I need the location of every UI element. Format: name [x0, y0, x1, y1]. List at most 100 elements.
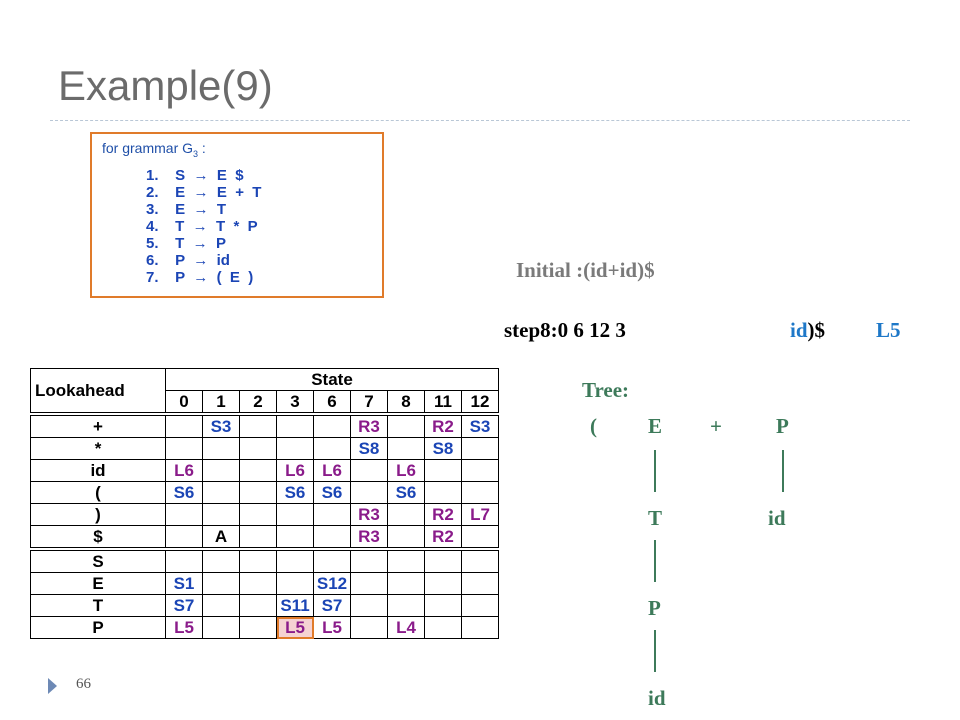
table-cell [239, 594, 277, 617]
table-cell: L6 [387, 459, 425, 482]
table-cell [350, 594, 388, 617]
remaining-input-current: id [790, 318, 808, 342]
table-cell [461, 437, 499, 460]
table-cell [202, 481, 240, 504]
table-cell [202, 616, 240, 639]
table-cell [461, 616, 499, 639]
grammar-box: for grammar G3 : 1. S → E $ 2. E → E + T… [90, 132, 384, 298]
table-cell [424, 594, 462, 617]
tree-node-lparen: ( [590, 414, 597, 438]
table-cell: S7 [165, 594, 203, 617]
table-cell: S6 [387, 481, 425, 504]
parse-step: step8:0 6 12 3 [504, 318, 626, 342]
state-col-header: 7 [350, 390, 388, 413]
table-cell: L5 [313, 616, 351, 639]
table-cell [202, 550, 240, 573]
table-cell: L7 [461, 503, 499, 526]
table-cell [239, 572, 277, 595]
table-cell [202, 572, 240, 595]
table-cell [350, 481, 388, 504]
table-cell [165, 415, 203, 438]
row-symbol: + [30, 415, 166, 438]
table-cell [424, 459, 462, 482]
table-cell: L4 [387, 616, 425, 639]
table-cell [424, 481, 462, 504]
table-cell [350, 459, 388, 482]
table-cell [239, 437, 277, 460]
table-cell [165, 525, 203, 548]
table-cell: L6 [276, 459, 314, 482]
remaining-input-rest: )$ [807, 318, 826, 342]
tree-edge-T-P [654, 540, 656, 582]
grammar-rule-6: 6. P → id [146, 252, 230, 269]
row-symbol: P [30, 616, 166, 639]
parse-action: L5 [876, 318, 901, 342]
grammar-caption-prefix: for grammar G [102, 140, 194, 156]
table-cell [165, 550, 203, 573]
table-cell: S8 [350, 437, 388, 460]
table-cell: L6 [165, 459, 203, 482]
grammar-rule-4: 4. T → T * P [146, 218, 258, 235]
table-cell: S6 [276, 481, 314, 504]
table-cell: A [202, 525, 240, 548]
table-cell [461, 525, 499, 548]
table-cell: S7 [313, 594, 351, 617]
tree-node-id-right: id [768, 506, 786, 530]
table-cell [276, 550, 314, 573]
table-cell: R2 [424, 503, 462, 526]
row-symbol: E [30, 572, 166, 595]
row-symbol: id [30, 459, 166, 482]
tree-node-plus: + [710, 414, 722, 438]
tree-node-E: E [648, 414, 663, 438]
tree-node-P-top: P [776, 414, 789, 438]
table-cell [165, 503, 203, 526]
tree-label: Tree: [582, 378, 630, 402]
table-cell [424, 572, 462, 595]
table-cell: R3 [350, 503, 388, 526]
table-cell [350, 550, 388, 573]
table-cell: S6 [313, 481, 351, 504]
table-cell [387, 415, 425, 438]
table-cell: S1 [165, 572, 203, 595]
grammar-caption: for grammar G3 : [102, 140, 206, 159]
remaining-input: id)$ [790, 318, 825, 343]
table-cell [387, 437, 425, 460]
table-cell [276, 437, 314, 460]
table-cell [313, 503, 351, 526]
state-col-header: 1 [202, 390, 240, 413]
table-cell: S11 [276, 594, 314, 617]
grammar-caption-sub: 3 [193, 148, 199, 159]
tree-edge-P-id [782, 450, 784, 492]
table-cell [387, 594, 425, 617]
grammar-rule-3: 3. E → T [146, 201, 227, 218]
table-cell [276, 415, 314, 438]
tree-node-id-bottom: id [648, 686, 666, 710]
table-cell [239, 550, 277, 573]
table-cell [461, 459, 499, 482]
state-col-header: 0 [165, 390, 203, 413]
row-symbol: ( [30, 481, 166, 504]
table-cell [387, 572, 425, 595]
table-cell [239, 415, 277, 438]
table-cell [461, 594, 499, 617]
table-cell [424, 616, 462, 639]
table-cell: L6 [313, 459, 351, 482]
table-cell [202, 437, 240, 460]
table-cell [276, 503, 314, 526]
lookahead-header: Lookahead [30, 368, 166, 413]
table-cell [202, 459, 240, 482]
table-cell [387, 525, 425, 548]
table-cell: R3 [350, 415, 388, 438]
table-cell [276, 572, 314, 595]
table-cell: R3 [350, 525, 388, 548]
table-cell [202, 594, 240, 617]
table-cell [313, 525, 351, 548]
table-cell [165, 437, 203, 460]
grammar-rule-5: 5. T → P [146, 235, 227, 252]
grammar-rule-2: 2. E → E + T [146, 184, 262, 201]
table-cell: S3 [202, 415, 240, 438]
